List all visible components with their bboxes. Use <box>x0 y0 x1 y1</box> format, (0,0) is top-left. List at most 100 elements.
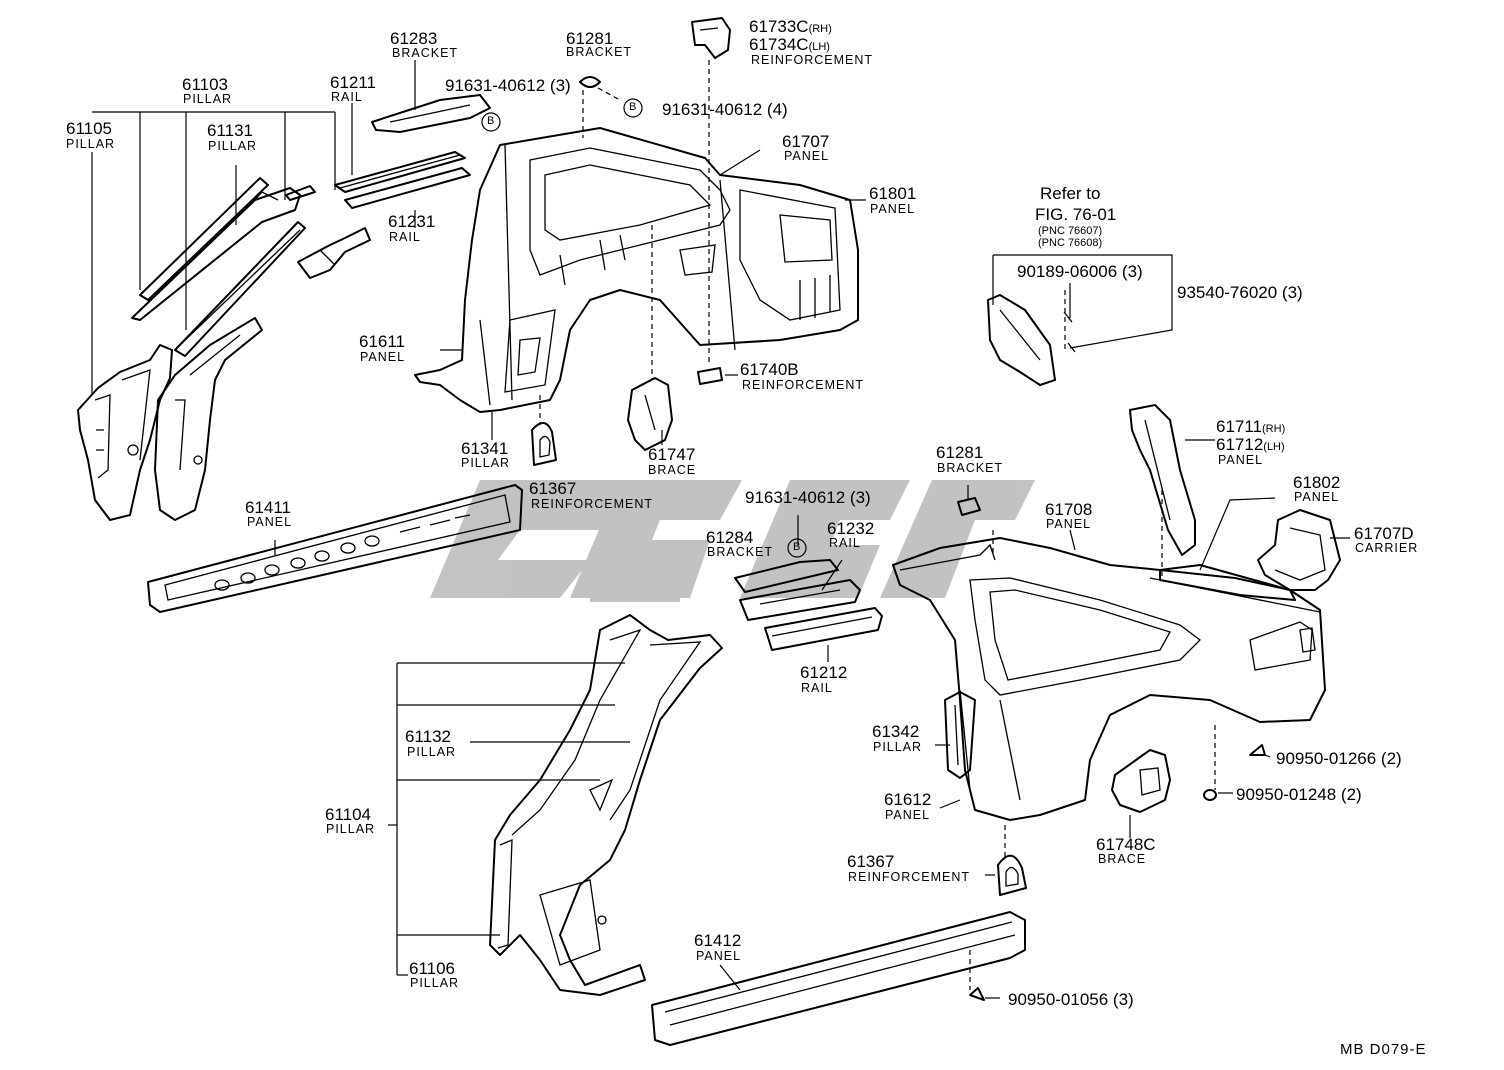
part-number-61734c: 61734C(LH) <box>749 35 830 54</box>
pillar-61131-drawing <box>174 221 306 357</box>
part-number-61212: 61212 <box>800 663 848 682</box>
part-number-61740b: 61740B <box>740 360 799 379</box>
part-name-61281-right: BRACKET <box>937 461 1004 475</box>
part-number-61281-upper: 61281 <box>566 29 614 48</box>
watermark-logo <box>430 480 1035 602</box>
part-number-61712: 61712(LH) <box>1216 435 1285 454</box>
reinforcement-61367-upper-drawing <box>531 422 557 466</box>
bolt-93540-76020: 93540-76020 (3) <box>1177 283 1303 302</box>
part-number-61801: 61801 <box>869 184 917 203</box>
part-number-61103: 61103 <box>182 75 229 94</box>
circle-b-label-1: B <box>487 115 495 127</box>
panel-61802-drawing <box>1159 564 1296 601</box>
part-name-61367-lower: REINFORCEMENT <box>848 870 971 884</box>
part-number-61105: 61105 <box>66 119 113 138</box>
bracket-61283-drawing <box>371 94 491 133</box>
part-number-61733c: 61733C(RH) <box>749 17 832 36</box>
part-number-61748c: 61748C <box>1096 835 1156 854</box>
circle-b-label-3: B <box>793 541 801 553</box>
brace-61748c-drawing <box>1111 749 1171 813</box>
leader-lines <box>91 60 1350 999</box>
panel-61412-drawing <box>651 911 1026 1046</box>
part-number-61131: 61131 <box>207 121 254 140</box>
panel-61611-drawing <box>414 127 859 413</box>
brace-61747-drawing <box>627 377 673 451</box>
pillar-61342-drawing <box>944 691 976 779</box>
refer-to-label: Refer to <box>1040 184 1101 203</box>
carrier-61707d-drawing <box>1257 509 1341 591</box>
part-number-61104: 61104 <box>325 805 372 824</box>
rail-61211-drawing <box>334 151 471 209</box>
panel-61708-drawing <box>892 537 1326 821</box>
part-number-61342: 61342 <box>872 722 920 741</box>
part-name-61611: PANEL <box>360 350 406 364</box>
pillar-61104-drawing <box>489 614 723 996</box>
part-number-61211: 61211 <box>330 73 377 92</box>
part-name-61412: PANEL <box>696 949 742 963</box>
rail-61232-drawing <box>739 579 861 621</box>
part-number-61411: 61411 <box>245 498 292 517</box>
pillar-61106-front-drawing <box>154 317 263 521</box>
bolt-90950-01248: 90950-01248 (2) <box>1236 785 1362 804</box>
part-number-61747: 61747 <box>648 445 696 464</box>
fasteners <box>969 744 1266 1001</box>
part-name-61283: BRACKET <box>392 46 459 60</box>
bracket-61281-upper-drawing <box>579 76 601 88</box>
part-name-61281-upper: BRACKET <box>566 45 633 59</box>
part-name-61106: PILLAR <box>410 976 460 990</box>
bolt-90950-01266: 90950-01266 (2) <box>1276 749 1402 768</box>
part-name-61231: RAIL <box>389 230 421 244</box>
rail-61212-drawing <box>764 607 883 651</box>
part-name-61367-upper: REINFORCEMENT <box>531 497 654 511</box>
part-name-61802: PANEL <box>1294 490 1340 504</box>
part-number-61707: 61707 <box>782 132 830 151</box>
part-number-61283: 61283 <box>390 29 438 48</box>
part-name-61747: BRACE <box>648 463 697 477</box>
part-number-61341: 61341 <box>461 439 509 458</box>
part-name-61707d: CARRIER <box>1355 541 1419 555</box>
panel-61411-drawing <box>147 484 523 613</box>
part-name-61734c: REINFORCEMENT <box>751 53 874 67</box>
part-number-61106: 61106 <box>409 959 456 978</box>
part-number-61711: 61711(RH) <box>1216 417 1286 436</box>
part-number-61412: 61412 <box>694 931 742 950</box>
reinforcement-61733c-drawing <box>691 17 731 59</box>
part-name-61103: PILLAR <box>183 92 233 106</box>
part-name-61342: PILLAR <box>873 740 923 754</box>
refer-fig-label: FIG. 76-01 <box>1035 205 1117 224</box>
bracket-61284-drawing <box>734 559 839 593</box>
part-name-61212: RAIL <box>801 681 833 695</box>
part-name-61132: PILLAR <box>407 745 457 759</box>
circle-b-label-2: B <box>629 101 637 113</box>
reinforcement-61367-lower-drawing <box>997 854 1027 896</box>
part-name-61232: RAIL <box>829 536 861 550</box>
part-number-61132: 61132 <box>405 727 452 746</box>
part-name-61707: PANEL <box>784 149 830 163</box>
pillar-61105-drawing <box>77 344 173 521</box>
part-number-61367-lower: 61367 <box>847 852 895 871</box>
part-name-61712: PANEL <box>1218 453 1264 467</box>
part-name-61131: PILLAR <box>208 139 258 153</box>
part-name-61708: PANEL <box>1046 517 1092 531</box>
bracket-61281-right-drawing <box>957 497 981 516</box>
part-number-61284: 61284 <box>706 528 754 547</box>
dashed-guide-lines <box>539 60 1216 990</box>
part-number-61708: 61708 <box>1045 500 1093 519</box>
part-number-61232: 61232 <box>827 519 875 538</box>
part-name-61612: PANEL <box>885 808 931 822</box>
bolt-90189-06006: 90189-06006 (3) <box>1017 262 1143 281</box>
bolt-90950-01056: 90950-01056 (3) <box>1008 990 1134 1009</box>
part-name-61341: PILLAR <box>461 456 511 470</box>
part-number-61612: 61612 <box>884 790 932 809</box>
part-number-61367-upper: 61367 <box>529 479 577 498</box>
part-name-61104: PILLAR <box>326 822 376 836</box>
bolt-91631-40612-c: 91631-40612 (3) <box>745 488 871 507</box>
part-name-61748c: BRACE <box>1098 852 1147 866</box>
refer-pnc-76607: (PNC 76607) <box>1038 225 1103 237</box>
part-name-61211: RAIL <box>331 90 363 104</box>
figure-code: MB D079-E <box>1340 1041 1427 1058</box>
part-name-61801: PANEL <box>870 202 916 216</box>
part-number-61802: 61802 <box>1293 473 1341 492</box>
